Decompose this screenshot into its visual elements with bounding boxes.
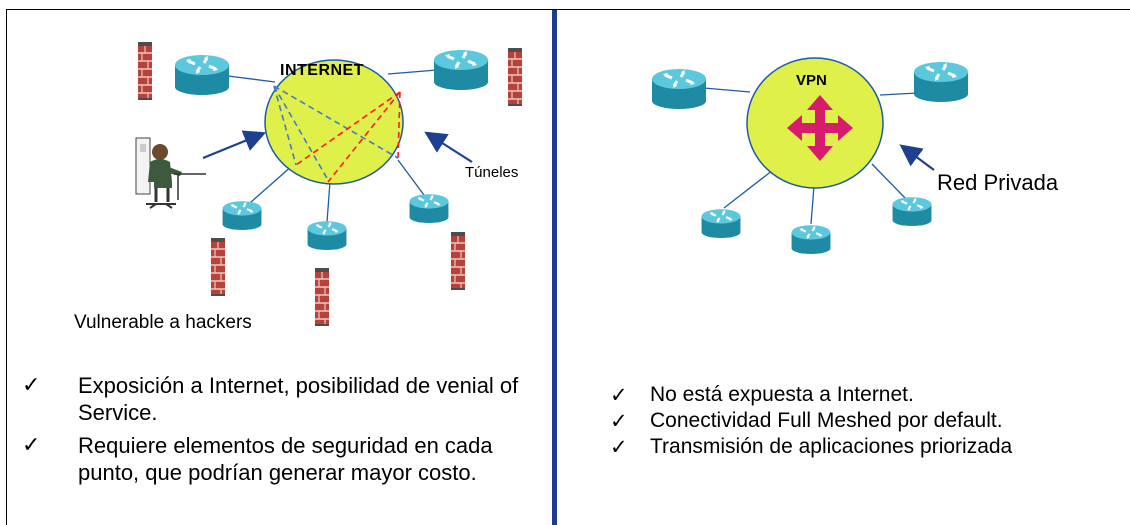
bullet-text: Exposición a Internet, posibilidad de ve… [78, 373, 519, 425]
arrow-icon [202, 130, 267, 160]
router-icon [790, 224, 832, 256]
list-item: ✓ Conectividad Full Meshed por default. [610, 408, 1130, 434]
tunnels [273, 85, 401, 183]
list-item: ✓ Transmisión de aplicaciones priorizada [610, 434, 1130, 460]
internet-label: INTERNET [280, 62, 364, 79]
hacker-icon [135, 137, 206, 209]
firewall-icon [210, 237, 226, 297]
bullet-text: Requiere elementos de seguridad en cada … [78, 433, 493, 485]
check-icon: ✓ [22, 373, 41, 398]
check-icon: ✓ [610, 435, 628, 459]
check-icon: ✓ [610, 383, 628, 407]
router-icon [306, 220, 348, 252]
router-icon [891, 196, 933, 228]
arrow-icon [899, 144, 935, 171]
router-icon [408, 193, 450, 225]
router-icon [173, 53, 231, 97]
panel-divider [552, 10, 557, 525]
router-icon [650, 67, 708, 111]
router-icon [221, 200, 263, 232]
list-item: ✓ Requiere elementos de seguridad en cad… [22, 432, 542, 486]
left-bullet-list: ✓ Exposición a Internet, posibilidad de … [22, 372, 542, 492]
check-icon: ✓ [610, 409, 628, 433]
move-cross-icon [787, 95, 853, 161]
firewall-icon [450, 231, 466, 291]
arrow-icon [424, 131, 473, 163]
vpn-label: VPN [796, 72, 827, 89]
internet-cloud [264, 59, 404, 185]
firewall-icon [314, 267, 330, 327]
bullet-text: Conectividad Full Meshed por default. [650, 409, 1003, 432]
right-bullet-list: ✓ No está expuesta a Internet. ✓ Conecti… [610, 382, 1130, 460]
tunnels-label: Túneles [465, 164, 519, 181]
router-icon [700, 208, 742, 240]
firewall-icon [137, 41, 153, 101]
list-item: ✓ No está expuesta a Internet. [610, 382, 1130, 408]
vulnerable-caption: Vulnerable a hackers [74, 312, 252, 333]
bullet-text: Transmisión de aplicaciones priorizada [650, 435, 1013, 458]
bullet-text: No está expuesta a Internet. [650, 383, 914, 406]
list-item: ✓ Exposición a Internet, posibilidad de … [22, 372, 542, 426]
check-icon: ✓ [22, 433, 41, 458]
router-icon [912, 60, 970, 104]
slide-frame [6, 9, 1130, 525]
firewall-icon [507, 47, 523, 107]
router-icon [432, 48, 490, 92]
private-network-label: Red Privada [937, 170, 1059, 195]
